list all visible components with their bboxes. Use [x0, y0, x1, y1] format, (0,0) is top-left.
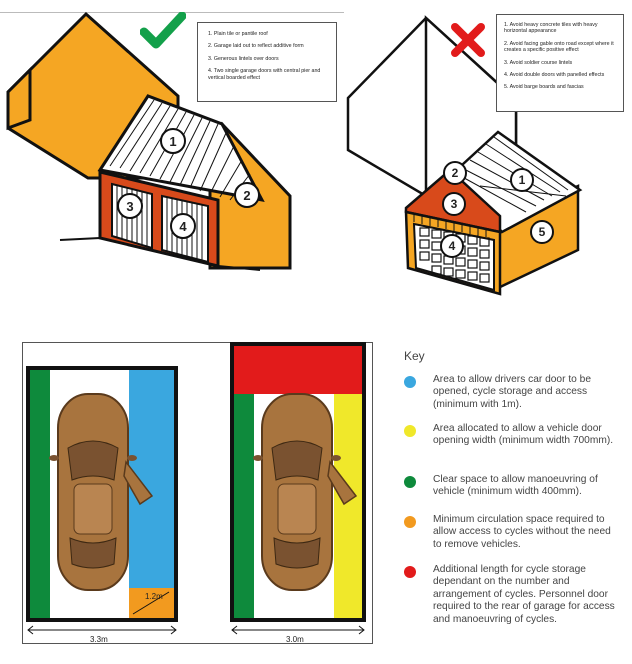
good-marker-4: 4 — [170, 213, 196, 239]
bad-note-5: 5. Avoid barge boards and fascias — [504, 84, 584, 91]
orange-dot-icon — [404, 516, 416, 528]
bad-note-4: 4. Avoid double doors with panelled effe… — [504, 72, 605, 79]
key-title: Key — [404, 349, 425, 363]
right-width-label: 3.0m — [286, 635, 304, 644]
key-text-yellow: Area allocated to allow a vehicle door o… — [433, 423, 614, 447]
good-note-2: 2. Garage laid out to reflect additive f… — [208, 43, 304, 50]
key-item-red: Additional length for cycle storage depe… — [404, 564, 618, 626]
key-text-orange: Minimum circulation space required to al… — [433, 514, 611, 550]
blue-dot-icon — [404, 376, 416, 388]
good-note-4: 4. Two single garage doors with central … — [208, 68, 321, 81]
good-note-3: 3. Generous lintels over doors — [208, 55, 279, 62]
car-left — [49, 393, 154, 591]
key-item-green: Clear space to allow manoeuvring of vehi… — [404, 474, 618, 499]
green-clear-space-right — [234, 394, 254, 618]
right-width-dimension — [231, 625, 365, 635]
good-notes-box: 1. Plain tile or pantile roof 2. Garage … — [197, 22, 337, 102]
bad-marker-1: 1 — [510, 168, 534, 192]
good-marker-1: 1 — [160, 128, 186, 154]
checkmark-icon — [140, 12, 186, 49]
key-item-yellow: Area allocated to allow a vehicle door o… — [404, 423, 618, 448]
green-dot-icon — [404, 476, 416, 488]
key-text-red: Additional length for cycle storage depe… — [433, 564, 615, 625]
red-dot-icon — [404, 566, 416, 578]
bad-marker-4: 4 — [440, 234, 464, 258]
key-item-orange: Minimum circulation space required to al… — [404, 514, 618, 551]
good-marker-3: 3 — [117, 193, 143, 219]
corner-dimension-label: 1.2m — [145, 592, 163, 601]
bad-notes-box: 1. Avoid heavy concrete tiles with heavy… — [496, 14, 624, 112]
red-storage-area — [234, 346, 362, 394]
key-item-blue: Area to allow drivers car door to be ope… — [404, 374, 618, 411]
corner-dimension-arrow — [132, 591, 170, 615]
yellow-dot-icon — [404, 425, 416, 437]
bad-marker-2: 2 — [443, 161, 467, 185]
bad-marker-5: 5 — [530, 220, 554, 244]
left-width-label: 3.3m — [90, 635, 108, 644]
key-text-green: Clear space to allow manoeuvring of vehi… — [433, 474, 598, 498]
good-marker-2: 2 — [234, 182, 260, 208]
green-clear-space — [30, 370, 50, 618]
bad-note-1: 1. Avoid heavy concrete tiles with heavy… — [504, 22, 598, 35]
good-note-1: 1. Plain tile or pantile roof — [208, 31, 268, 37]
yellow-door-area — [334, 394, 362, 618]
bad-marker-3: 3 — [442, 192, 466, 216]
left-width-dimension — [27, 625, 177, 635]
bad-note-2: 2. Avoid facing gable onto road except w… — [504, 40, 614, 54]
top-rule — [0, 12, 344, 13]
bad-note-3: 3. Avoid soldier course lintels — [504, 59, 573, 66]
plan-frame — [22, 342, 373, 644]
cross-icon — [451, 23, 485, 57]
car-right — [253, 393, 358, 591]
key-text-blue: Area to allow drivers car door to be ope… — [433, 374, 591, 410]
